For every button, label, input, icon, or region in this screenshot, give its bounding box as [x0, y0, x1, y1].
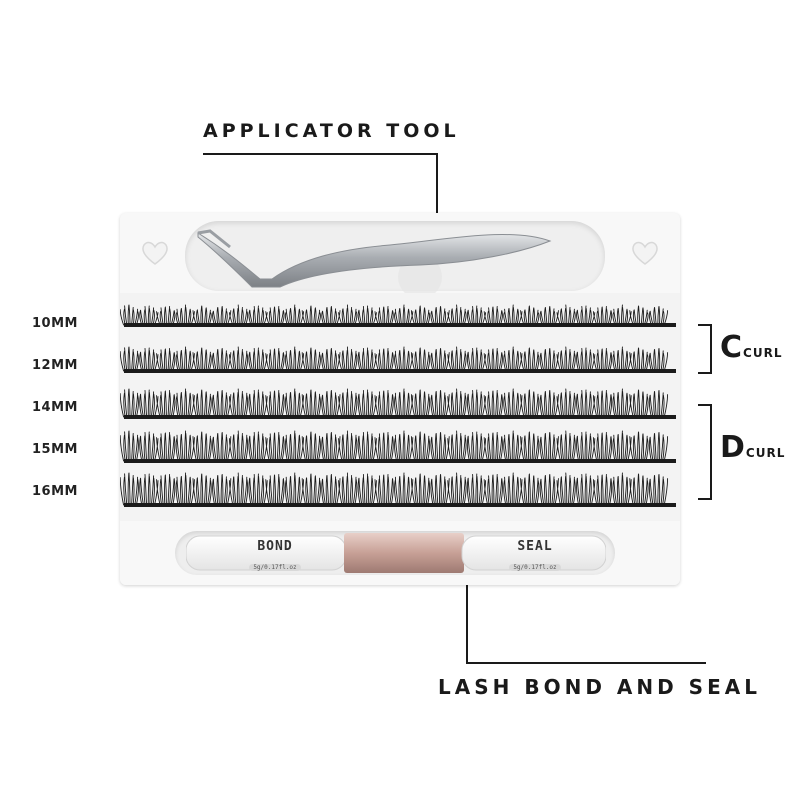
row-label-10mm: 10MM [32, 316, 78, 331]
seal-label: SEAL 5g/0.17fl.oz [500, 539, 570, 573]
row-label-14mm: 14MM [32, 400, 78, 415]
bond-label: BOND 5g/0.17fl.oz [240, 539, 310, 573]
lash-rows [120, 293, 680, 521]
bond-name: BOND [257, 539, 293, 554]
lash-strip-row [120, 430, 676, 463]
d-curl-bracket [698, 404, 712, 500]
seal-name: SEAL [517, 539, 553, 554]
c-curl-letter: C [720, 330, 743, 365]
bond-size: 5g/0.17fl.oz [249, 564, 301, 571]
d-curl-suffix: CURL [745, 446, 786, 460]
applicator-tool-callout: APPLICATOR TOOL [203, 120, 460, 142]
heart-icon [632, 241, 658, 265]
bond-leader-vertical [466, 566, 468, 664]
c-curl-suffix: CURL [743, 346, 783, 360]
lash-strip-row [120, 388, 676, 419]
applicator-tweezer[interactable] [190, 219, 610, 293]
lash-strip-row [120, 346, 676, 373]
d-curl-letter: D [720, 430, 745, 465]
row-label-15mm: 15MM [32, 442, 78, 457]
bond-leader-horizontal [466, 662, 706, 664]
heart-icon [142, 241, 168, 265]
tray-top-panel [120, 213, 680, 293]
applicator-leader-vertical [436, 153, 438, 235]
bond-seal-tube[interactable] [186, 533, 606, 573]
lash-tray: BOND 5g/0.17fl.oz SEAL 5g/0.17fl.oz [120, 213, 680, 585]
c-curl-label: CCURL [720, 330, 782, 365]
row-label-12mm: 12MM [32, 358, 78, 373]
d-curl-label: DCURL [720, 430, 785, 465]
applicator-leader-horizontal [203, 153, 438, 155]
c-curl-bracket [698, 324, 712, 374]
lash-bond-and-seal-callout: LASH BOND AND SEAL [438, 675, 761, 699]
seal-size: 5g/0.17fl.oz [509, 564, 561, 571]
lash-strip-row [120, 472, 676, 507]
row-label-16mm: 16MM [32, 484, 78, 499]
tray-bottom-panel: BOND 5g/0.17fl.oz SEAL 5g/0.17fl.oz [120, 521, 680, 585]
lash-strip-row [120, 304, 676, 327]
